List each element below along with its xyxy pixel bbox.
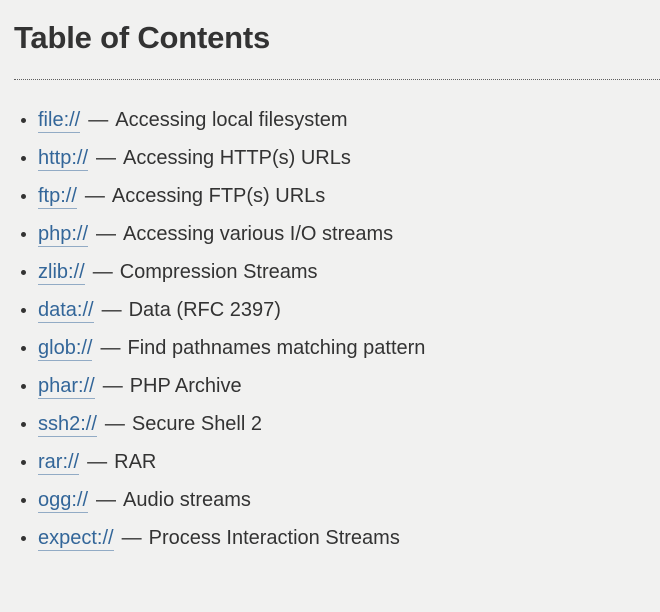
toc-item-description: PHP Archive	[129, 375, 242, 397]
toc-link[interactable]: php://	[38, 223, 89, 247]
page-title: Table of Contents	[14, 20, 271, 55]
toc-separator: —	[102, 375, 123, 397]
toc-separator: —	[87, 451, 108, 473]
toc-list-item: ogg:// — Audio streams	[38, 486, 660, 514]
toc-item-description: Process Interaction Streams	[148, 527, 400, 549]
toc-item-description: Find pathnames matching pattern	[127, 337, 426, 359]
toc-item-description: Accessing various I/O streams	[123, 223, 394, 245]
toc-item-description: Accessing local filesystem	[115, 109, 348, 131]
toc-separator: —	[100, 337, 121, 359]
toc-list-item: ssh2:// — Secure Shell 2	[38, 410, 660, 438]
toc-list: file:// — Accessing local filesystem http:…	[0, 106, 660, 552]
toc-list-item: zlib:// — Compression Streams	[38, 258, 660, 286]
toc-link[interactable]: ogg://	[38, 489, 89, 513]
toc-link[interactable]: glob://	[38, 337, 93, 361]
toc-list-item: glob:// — Find pathnames matching pattern	[38, 334, 660, 362]
toc-list-item: file:// — Accessing local filesystem	[38, 106, 660, 134]
toc-link[interactable]: expect://	[38, 527, 114, 551]
toc-item-description: Compression Streams	[119, 261, 318, 283]
toc-item-description: Accessing HTTP(s) URLs	[123, 147, 351, 169]
toc-separator: —	[88, 109, 109, 131]
toc-separator: —	[84, 185, 105, 207]
toc-item-description: Accessing FTP(s) URLs	[111, 185, 326, 207]
toc-link[interactable]: phar://	[38, 375, 95, 399]
toc-separator: —	[96, 147, 117, 169]
toc-list-item: phar:// — PHP Archive	[38, 372, 660, 400]
toc-link[interactable]: zlib://	[38, 261, 85, 285]
toc-link[interactable]: data://	[38, 299, 94, 323]
toc-separator: —	[96, 223, 117, 245]
toc-separator: —	[96, 489, 117, 511]
toc-link[interactable]: http://	[38, 147, 89, 171]
toc-item-description: RAR	[114, 451, 157, 473]
toc-separator: —	[104, 413, 125, 435]
toc-separator: —	[121, 527, 142, 549]
toc-list-item: rar:// — RAR	[38, 448, 660, 476]
toc-link[interactable]: ftp://	[38, 185, 77, 209]
toc-link[interactable]: rar://	[38, 451, 80, 475]
toc-list-item: ftp:// — Accessing FTP(s) URLs	[38, 182, 660, 210]
toc-list-item: expect:// — Process Interaction Streams	[38, 524, 660, 552]
toc-item-description: Audio streams	[123, 489, 251, 511]
toc-list-item: php:// — Accessing various I/O streams	[38, 220, 660, 248]
toc-link[interactable]: ssh2://	[38, 413, 97, 437]
toc-item-description: Data (RFC 2397)	[128, 299, 281, 321]
toc-item-description: Secure Shell 2	[131, 413, 262, 435]
toc-list-item: data:// — Data (RFC 2397)	[38, 296, 660, 324]
heading-divider	[14, 79, 660, 80]
toc-separator: —	[101, 299, 122, 321]
toc-separator: —	[92, 261, 113, 283]
toc-list-item: http:// — Accessing HTTP(s) URLs	[38, 144, 660, 172]
toc-link[interactable]: file://	[38, 109, 81, 133]
